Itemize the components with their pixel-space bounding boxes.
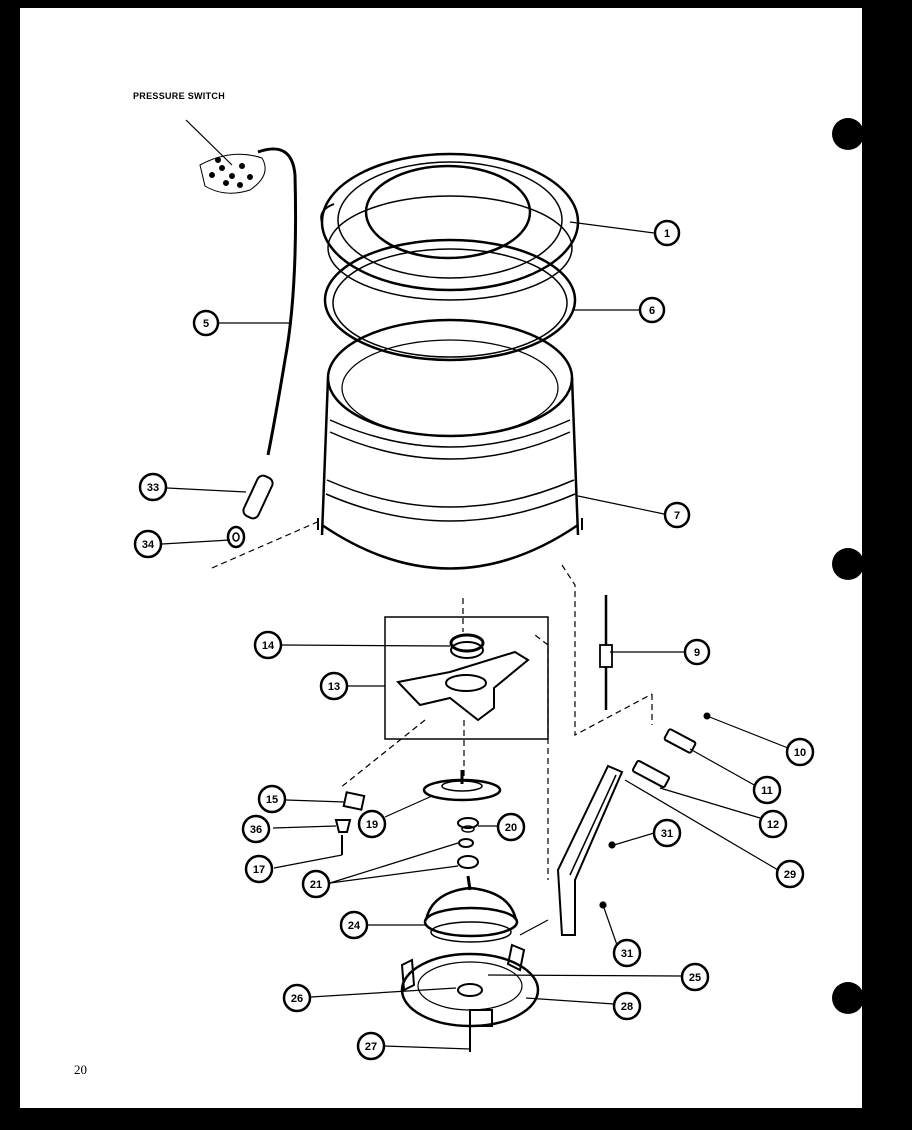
callout-5: 5: [192, 309, 220, 337]
callout-34: 34: [133, 529, 163, 559]
tub-ring: [320, 152, 580, 301]
svg-text:5: 5: [203, 318, 209, 330]
svg-text:34: 34: [142, 539, 155, 551]
callout-15: 15: [257, 784, 287, 814]
hub-bearing: [449, 633, 485, 659]
svg-text:17: 17: [253, 864, 265, 876]
callout-36: 36: [241, 814, 271, 844]
nozzle-seal: [226, 525, 246, 549]
svg-text:29: 29: [784, 869, 796, 881]
base-plate: [400, 943, 540, 1052]
pressure-switch-leader: [185, 119, 233, 166]
svg-text:7: 7: [674, 510, 680, 522]
callout-11: 11: [752, 775, 782, 805]
tub-seal: [323, 238, 577, 362]
callout-20: 20: [496, 812, 526, 842]
svg-text:19: 19: [366, 819, 378, 831]
binder-hole-top: [832, 118, 864, 150]
binder-hole-middle: [832, 548, 864, 580]
callout-17: 17: [244, 854, 274, 884]
suspension-bracket: [556, 764, 624, 936]
callout-33: 33: [138, 472, 168, 502]
svg-text:28: 28: [621, 1001, 633, 1013]
callout-25: 25: [680, 962, 710, 992]
thrust-washers: [457, 838, 479, 869]
callout-19: 19: [357, 809, 387, 839]
svg-text:13: 13: [328, 681, 340, 693]
pressure-switch: [199, 153, 266, 194]
binder-hole-bottom: [832, 982, 864, 1014]
hub-assembly-box: [384, 616, 549, 740]
svg-text:6: 6: [649, 305, 655, 317]
page-number: 20: [74, 1062, 87, 1077]
spin-cam: [334, 819, 352, 833]
callout-12: 12: [758, 809, 788, 839]
svg-text:27: 27: [365, 1041, 377, 1053]
transmission-cover: [423, 875, 519, 943]
svg-text:15: 15: [266, 794, 278, 806]
svg-text:14: 14: [262, 640, 275, 652]
drive-bell: [342, 791, 366, 811]
callout-6: 6: [638, 296, 666, 324]
callout-21: 21: [301, 869, 331, 899]
svg-text:1: 1: [664, 228, 670, 240]
svg-text:31: 31: [661, 828, 673, 840]
svg-text:36: 36: [250, 824, 262, 836]
callout-14: 14: [253, 630, 283, 660]
svg-text:25: 25: [689, 972, 701, 984]
outer-tub: [317, 318, 583, 570]
svg-text:33: 33: [147, 482, 159, 494]
svg-text:21: 21: [310, 879, 322, 891]
callout-29: 29: [775, 859, 805, 889]
tie-rod: [599, 595, 613, 710]
hose-fitting: [242, 474, 274, 520]
svg-text:26: 26: [291, 993, 303, 1005]
tub-brackets: [631, 712, 711, 789]
pressure-switch-label: PRESSURE SWITCH: [133, 91, 226, 101]
callout-13: 13: [319, 671, 349, 701]
drive-disc: [422, 770, 502, 802]
callout-9: 9: [683, 638, 711, 666]
callout-10: 10: [785, 737, 815, 767]
hub-nut: [457, 817, 479, 833]
callout-31-lower: 31: [612, 938, 642, 968]
svg-text:10: 10: [794, 747, 806, 759]
callout-1: 1: [653, 219, 681, 247]
svg-text:31: 31: [621, 948, 633, 960]
callout-26: 26: [282, 983, 312, 1013]
callout-24: 24: [339, 910, 369, 940]
spider-hub: [396, 650, 530, 722]
pressure-hose: [257, 147, 298, 456]
svg-text:12: 12: [767, 819, 779, 831]
svg-text:20: 20: [505, 822, 517, 834]
callout-31-upper: 31: [652, 818, 682, 848]
callout-7: 7: [663, 501, 691, 529]
svg-text:9: 9: [694, 647, 700, 659]
svg-text:11: 11: [761, 785, 773, 797]
callout-28: 28: [612, 991, 642, 1021]
svg-text:24: 24: [348, 920, 361, 932]
callout-27: 27: [356, 1031, 386, 1061]
